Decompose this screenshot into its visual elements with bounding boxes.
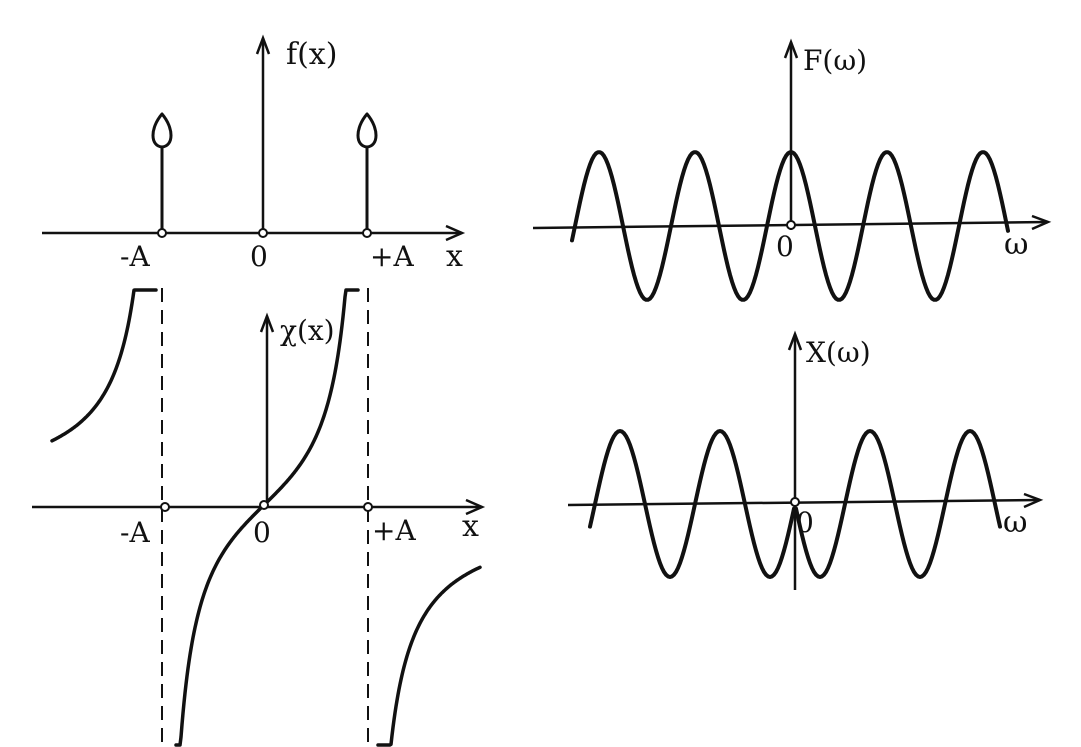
marker-origin [258, 228, 268, 238]
marker-left [160, 502, 170, 512]
hilbert-branch-left [50, 288, 158, 443]
x-axis-arrow [465, 498, 486, 516]
cosine-curve [570, 150, 1010, 302]
x-axis [567, 498, 1041, 507]
x-axis-arrow [445, 224, 466, 242]
tick-label-plus-a: +A [370, 240, 414, 273]
tick-label-plus-a: +A [372, 514, 416, 547]
panel-delta-pair: f(x) x -A 0 +A [42, 34, 466, 274]
marker-origin [259, 500, 269, 510]
marker-right [363, 502, 373, 512]
impulse-left-arrowhead [151, 112, 173, 149]
marker-right [362, 228, 372, 238]
y-axis-label: χ(x) [280, 314, 335, 347]
y-axis-label: X(ω) [806, 336, 871, 369]
y-axis-arrow [259, 312, 275, 333]
impulse-right-arrowhead [356, 112, 378, 149]
x-axis-label: ω [1003, 505, 1027, 540]
sine-curve [588, 429, 1002, 579]
y-axis-arrow [783, 38, 799, 59]
tick-label-minus-a: -A [120, 240, 150, 273]
y-axis-arrow [787, 330, 803, 351]
tick-label-origin: 0 [250, 240, 268, 273]
tick-label-origin: 0 [776, 230, 794, 263]
tick-label-minus-a: -A [120, 516, 150, 549]
tick-label-origin: 0 [253, 516, 271, 549]
panel-sine-spectrum: X(ω) ω 0 [567, 330, 1044, 590]
x-axis-label: ω [1004, 227, 1028, 262]
hilbert-branch-right [376, 565, 482, 747]
marker-origin [786, 220, 796, 230]
x-axis-arrow [1023, 492, 1044, 509]
x-axis-label: x [462, 509, 479, 544]
marker-origin [790, 497, 800, 507]
panel-hilbert-space: χ(x) x -A 0 +A [32, 288, 486, 747]
panel-cosine-spectrum: F(ω) ω 0 [532, 38, 1052, 302]
y-axis-label: f(x) [286, 37, 337, 72]
y-axis-arrow [255, 34, 271, 55]
y-axis-label: F(ω) [803, 44, 867, 77]
x-axis-label: x [446, 239, 463, 274]
marker-left [157, 228, 167, 238]
tick-label-origin: 0 [796, 506, 814, 539]
x-axis-arrow [1031, 214, 1052, 231]
